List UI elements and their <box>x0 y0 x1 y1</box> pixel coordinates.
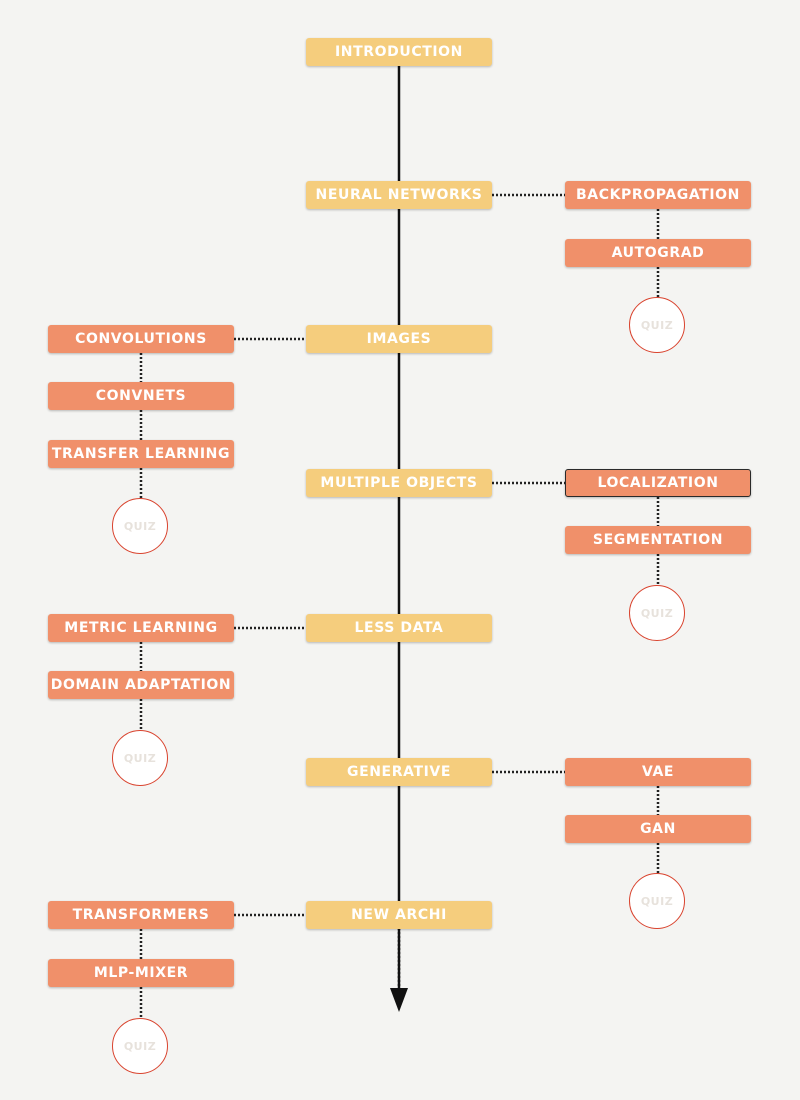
sub-node-backpropagation[interactable]: BACKPROPAGATION <box>565 181 751 209</box>
sub-node-convolutions[interactable]: CONVOLUTIONS <box>48 325 234 353</box>
sub-node-transfer-learning[interactable]: TRANSFER LEARNING <box>48 440 234 468</box>
sub-node-localization[interactable]: LOCALIZATION <box>565 469 751 497</box>
quiz-circle-generative[interactable]: QUIZ <box>629 873 685 929</box>
quiz-circle-neural-networks[interactable]: QUIZ <box>629 297 685 353</box>
sub-node-mlp-mixer[interactable]: MLP-MIXER <box>48 959 234 987</box>
sub-node-autograd[interactable]: AUTOGRAD <box>565 239 751 267</box>
main-node-neural-networks[interactable]: NEURAL NETWORKS <box>306 181 492 209</box>
quiz-circle-multiple-objects[interactable]: QUIZ <box>629 585 685 641</box>
sub-node-convnets[interactable]: CONVNETS <box>48 382 234 410</box>
sub-node-metric-learning[interactable]: METRIC LEARNING <box>48 614 234 642</box>
sub-node-gan[interactable]: GAN <box>565 815 751 843</box>
quiz-circle-less-data[interactable]: QUIZ <box>112 730 168 786</box>
timeline-arrowhead <box>390 988 408 1012</box>
sub-node-segmentation[interactable]: SEGMENTATION <box>565 526 751 554</box>
quiz-circle-images[interactable]: QUIZ <box>112 498 168 554</box>
main-node-generative[interactable]: GENERATIVE <box>306 758 492 786</box>
main-node-images[interactable]: IMAGES <box>306 325 492 353</box>
quiz-circle-new-archi[interactable]: QUIZ <box>112 1018 168 1074</box>
sub-node-vae[interactable]: VAE <box>565 758 751 786</box>
main-node-less-data[interactable]: LESS DATA <box>306 614 492 642</box>
sub-node-transformers[interactable]: TRANSFORMERS <box>48 901 234 929</box>
main-node-introduction[interactable]: INTRODUCTION <box>306 38 492 66</box>
main-node-multiple-objects[interactable]: MULTIPLE OBJECTS <box>306 469 492 497</box>
sub-node-domain-adaptation[interactable]: DOMAIN ADAPTATION <box>48 671 234 699</box>
main-node-new-archi[interactable]: NEW ARCHI <box>306 901 492 929</box>
